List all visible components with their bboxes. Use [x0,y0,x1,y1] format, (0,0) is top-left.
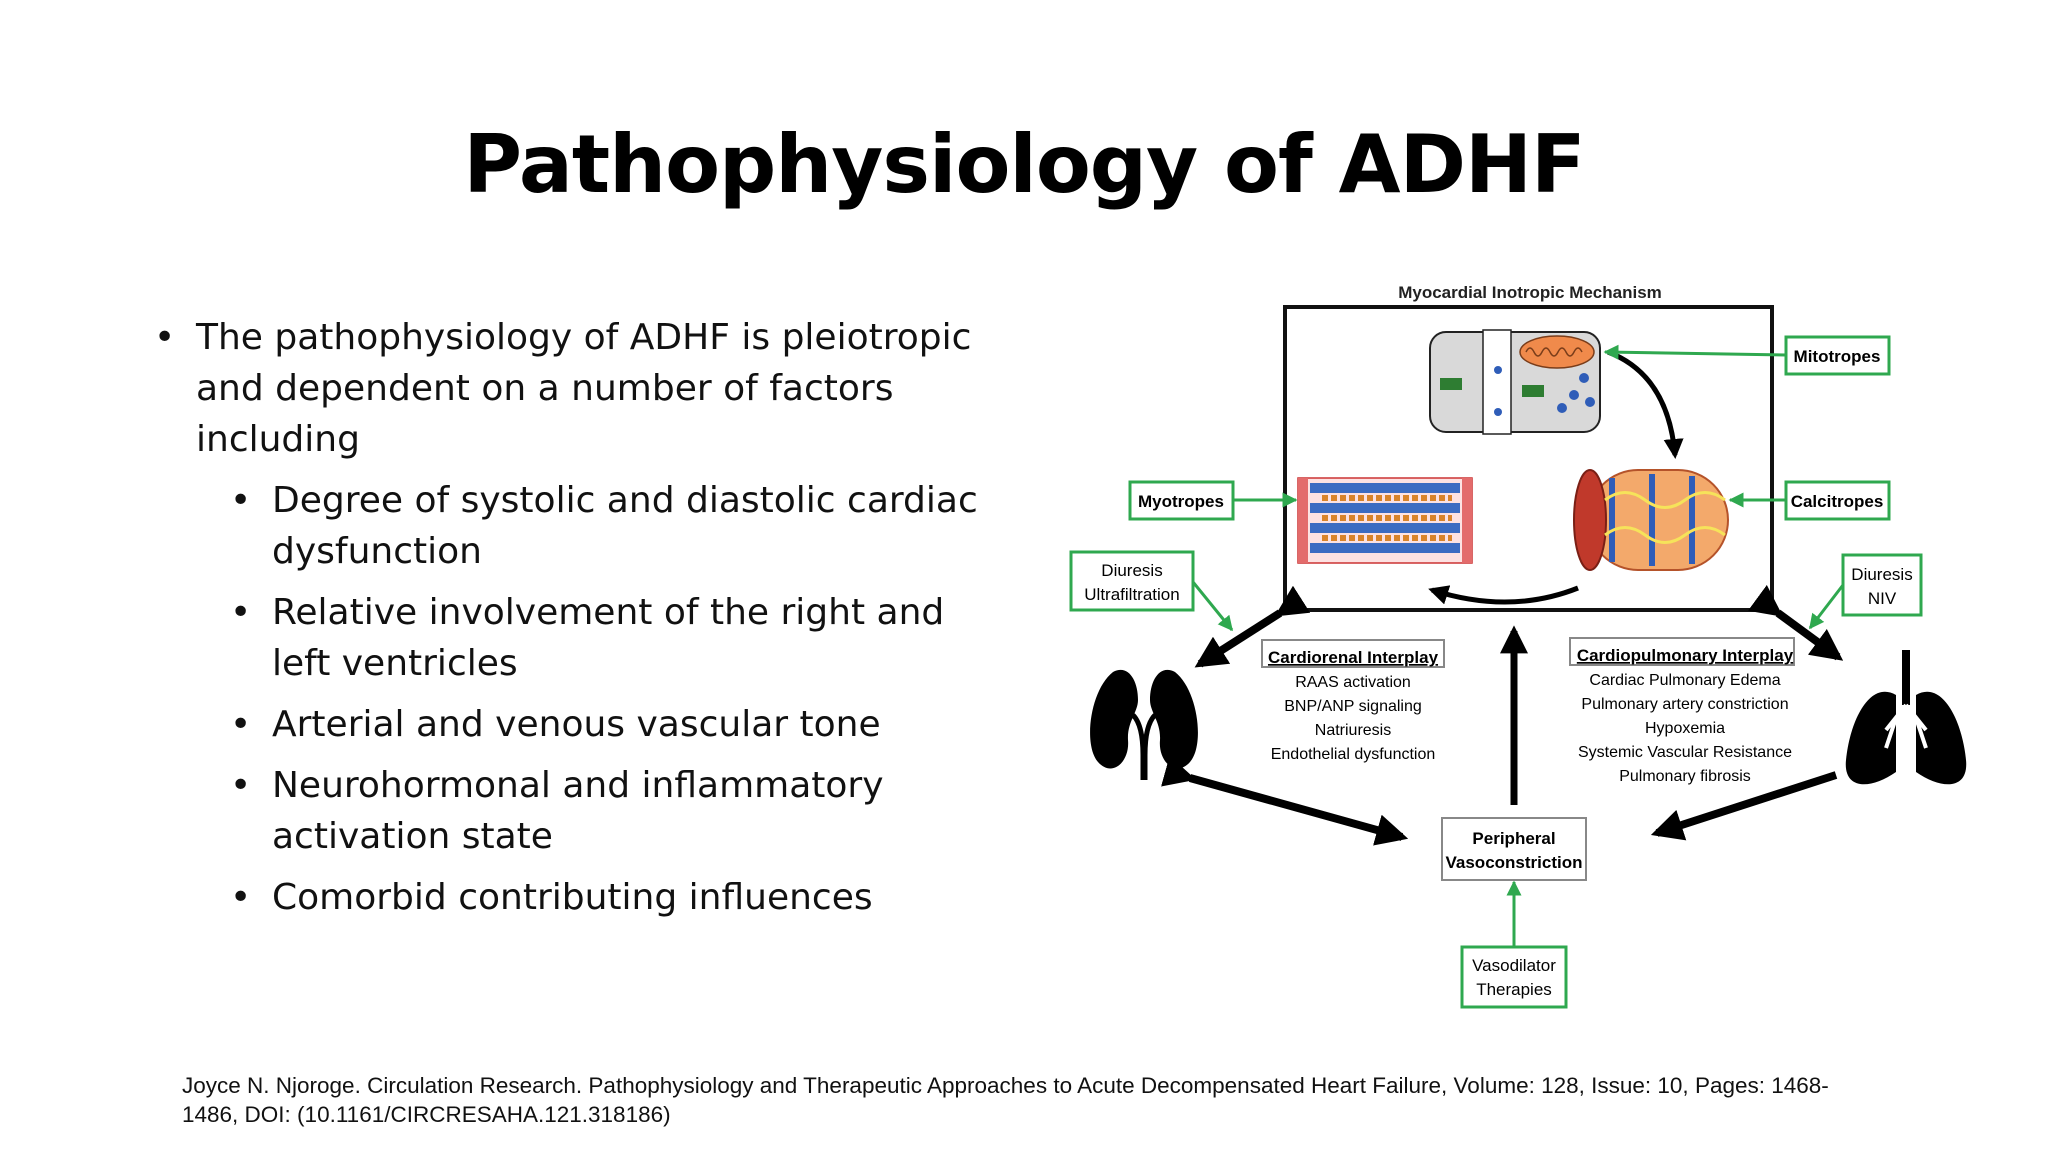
mitochondria-illustration [1429,329,1601,435]
cardiopulmonary-item: Pulmonary artery constriction [1581,696,1788,713]
diuresis-left-line1: Diuresis [1101,561,1162,580]
diuresis-right-line1: Diuresis [1851,565,1912,584]
cardiopulmonary-title: Cardiopulmonary Interplay [1577,646,1794,665]
sarcomere-illustration [1297,477,1473,564]
myofiber-illustration [1573,469,1729,571]
sub-bullet: Neurohormonal and inflammatory activatio… [148,760,1008,862]
sub-bullet: Degree of systolic and diastolic cardiac… [148,475,1008,577]
cardiopulmonary-item: Systemic Vascular Resistance [1578,744,1792,761]
peripheral-line2: Vasoconstriction [1446,853,1583,872]
cardiopulmonary-item: Pulmonary fibrosis [1619,768,1751,785]
sub-bullet: Relative involvement of the right and le… [148,587,1008,689]
cardiorenal-item: BNP/ANP signaling [1284,698,1422,715]
arrow-kidney-peripheral [1161,755,1409,846]
vasodilator-line2: Therapies [1476,980,1552,999]
kidney-icon [1090,669,1198,780]
cycle-arrow [1607,349,1684,459]
arrow-lungs-peripheral [1650,771,1838,841]
arrow-box-kidney [1194,585,1311,668]
lungs-icon [1845,650,1967,785]
cardiorenal-title: Cardiorenal Interplay [1268,648,1439,667]
arrow-box-lungs [1747,584,1844,661]
citation: Joyce N. Njoroge. Circulation Research. … [182,1073,1829,1127]
calcitropes-label: Calcitropes [1791,492,1884,511]
cardiopulmonary-item: Hypoxemia [1645,720,1725,737]
cycle-arrow [1428,585,1579,605]
cardiorenal-item: RAAS activation [1295,674,1411,691]
adhf-diagram: Myocardial Inotropic Mechanism [1069,283,1967,1009]
peripheral-line1: Peripheral [1472,829,1555,848]
mitotropes-label: Mitotropes [1794,347,1881,366]
cardiopulmonary-item: Cardiac Pulmonary Edema [1589,672,1780,689]
diagram-header: Myocardial Inotropic Mechanism [1398,283,1662,302]
cardiorenal-item: Natriuresis [1315,722,1391,739]
sub-bullet: Comorbid contributing influences [148,872,1008,923]
diuresis-right-line2: NIV [1868,589,1897,608]
sub-bullet: Arterial and venous vascular tone [148,699,1008,750]
cardiorenal-item: Endothelial dysfunction [1271,746,1436,763]
slide-title: Pathophysiology of ADHF [463,118,1585,211]
bullet-main: The pathophysiology of ADHF is pleiotrop… [148,312,1008,465]
myotropes-label: Myotropes [1138,492,1224,511]
vasodilator-line1: Vasodilator [1472,956,1556,975]
diuresis-left-line2: Ultrafiltration [1084,585,1179,604]
bullet-list: The pathophysiology of ADHF is pleiotrop… [148,312,1008,923]
